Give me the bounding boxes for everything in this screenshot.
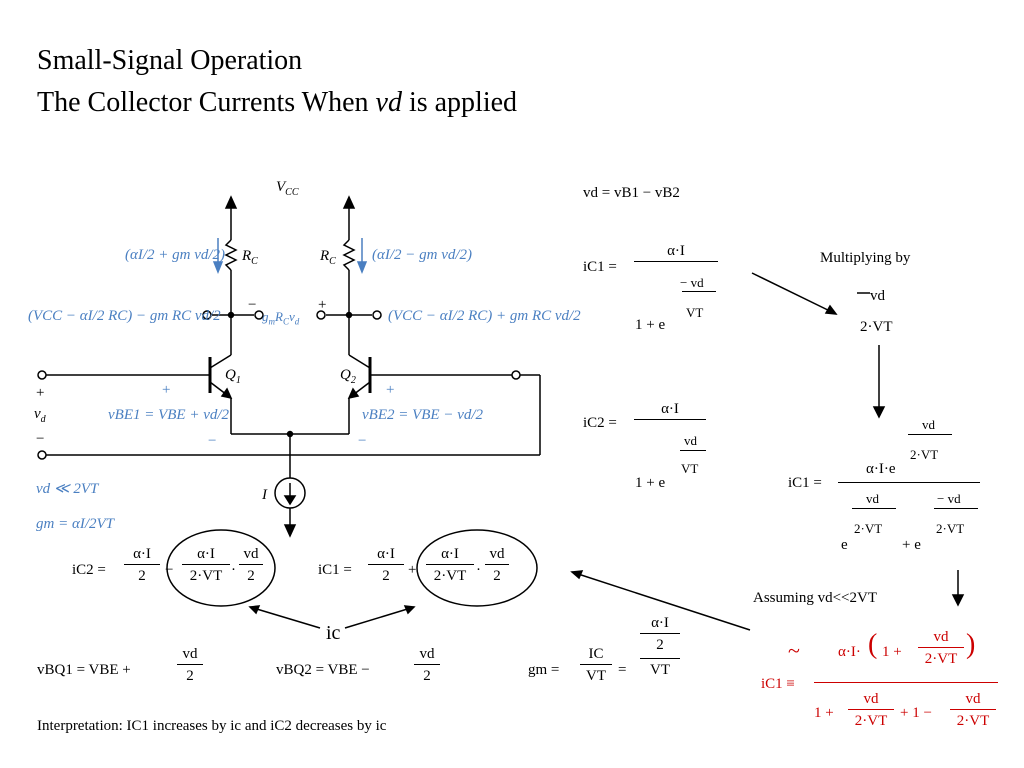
gm-lhs: gm = [528,662,560,678]
ic1-lhs: iC1 = [583,259,617,275]
ic2-bar [634,419,706,420]
approx-num-prefix: α·I· [838,644,861,660]
title-prefix: The Collector Currents When [37,87,376,118]
ic1-exp-den: VT [686,305,704,320]
title-var: vd [375,87,402,118]
vbe2-expr: vBE2 = VBE − vd/2 [362,407,484,423]
vbe1-expr: vBE1 = VBE + vd/2 [108,407,230,423]
ic2-result-minus: − [165,562,174,578]
multiplying-by-label: Multiplying by [820,250,911,266]
ic2-num: α·I [661,401,679,417]
mult-factor-den: 2·VT [860,319,893,335]
input-minus: − [36,431,45,447]
ic1m-e1-den: 2·VT [854,521,883,536]
ic2-result-dot: · [231,562,236,578]
vbe1-minus: − [208,433,217,449]
ic-label: ic [326,622,341,644]
vcc-label: VCC [276,179,299,198]
slide-title-line2: The Collector Currents When vd is applie… [37,86,517,120]
vbq1-lhs: vBQ1 = VBE + [37,662,131,678]
ic1-num: α·I [667,243,685,259]
rc-left-label: RC [242,248,258,267]
ic1-exp-bar [682,291,716,292]
ic1m-e1-num: vd [866,491,879,506]
ic2-exp-num: vd [684,433,697,448]
ic1m-topexp-bar [908,434,952,435]
ic1-exp-num: − vd [680,275,704,290]
vd-input-label: vd [34,406,46,425]
input-plus: + [36,385,45,401]
ic1-result-dot: · [476,562,481,578]
interpretation-text: Interpretation: IC1 increases by ic and … [37,718,387,734]
ic2-exp-den: VT [681,461,699,476]
ic1m-e1: e [841,537,848,553]
ic1m-topexp-den: 2·VT [910,447,939,462]
approx-den-plusoneminus: + 1 − [900,705,932,721]
rc-right-label: RC [320,248,336,267]
mult-factor-num: vd [870,288,885,304]
approx-tilde: ~ [788,638,800,663]
approx-den-oneplus: 1 + [814,705,834,721]
ic1m-e2-num: − vd [937,491,961,506]
ic1m-num: α·I·e [866,461,896,477]
ic2-den: 1 + e [635,475,666,491]
left-current-expr: (αI/2 + gm vd/2) [125,247,226,263]
ic1-den: 1 + e [635,317,666,333]
ic1m-topexp-num: vd [922,417,935,432]
right-node-expr: (VCC − αI/2 RC) + gm RC vd/2 [388,308,581,324]
gm-equals: = [618,662,627,678]
ic2-lhs: iC2 = [583,415,617,431]
gm-rc-vd-label: gmRCvd [262,309,300,327]
condition-gm: gm = αI/2VT [36,516,114,532]
vbe2-minus: − [358,433,367,449]
vbe2-plus: + [386,382,395,398]
title-suffix: is applied [401,87,518,118]
assuming-label: Assuming vd<<2VT [753,590,878,606]
vbe1-plus: + [162,382,171,398]
q1-label: Q1 [225,367,241,386]
ic1-bar [634,261,718,262]
approx-rparen: ) [966,629,976,660]
condition-vd: vd ≪ 2VT [36,481,99,497]
vbq2-lhs: vBQ2 = VBE − [276,662,370,678]
approx-main-bar [814,682,998,683]
q2-label: Q2 [340,367,356,386]
approx-lhs: iC1 ≡ [761,676,795,692]
ic1m-lhs: iC1 = [788,475,822,491]
ic1m-e2-bar [934,508,978,509]
left-node-expr: (VCC − αI/2 RC) − gm RC vd/2 [28,308,221,324]
ic1m-e2-den: 2·VT [936,521,965,536]
ic1-result-lhs: iC1 = [318,562,352,578]
ic1-result-plus: + [408,562,417,578]
ic1m-e1-bar [852,508,896,509]
right-current-expr: (αI/2 − gm vd/2) [372,247,473,263]
ic2-exp-bar [680,450,706,451]
slide-title-line1: Small-Signal Operation [37,45,303,76]
vd-definition: vd = vB1 − vB2 [583,185,680,201]
out-minus: − [248,297,257,313]
approx-lparen: ( [868,629,878,660]
ic1-fraction: α·I [634,242,718,264]
ic2-result-lhs: iC2 = [72,562,106,578]
ic2-fraction: α·I [634,400,706,422]
ic1m-plus-e: + e [902,537,921,553]
ic1m-main-bar [838,482,980,483]
out-plus: + [318,297,327,313]
approx-num-oneplus: 1 + [882,644,902,660]
current-source-label: I [262,487,267,503]
